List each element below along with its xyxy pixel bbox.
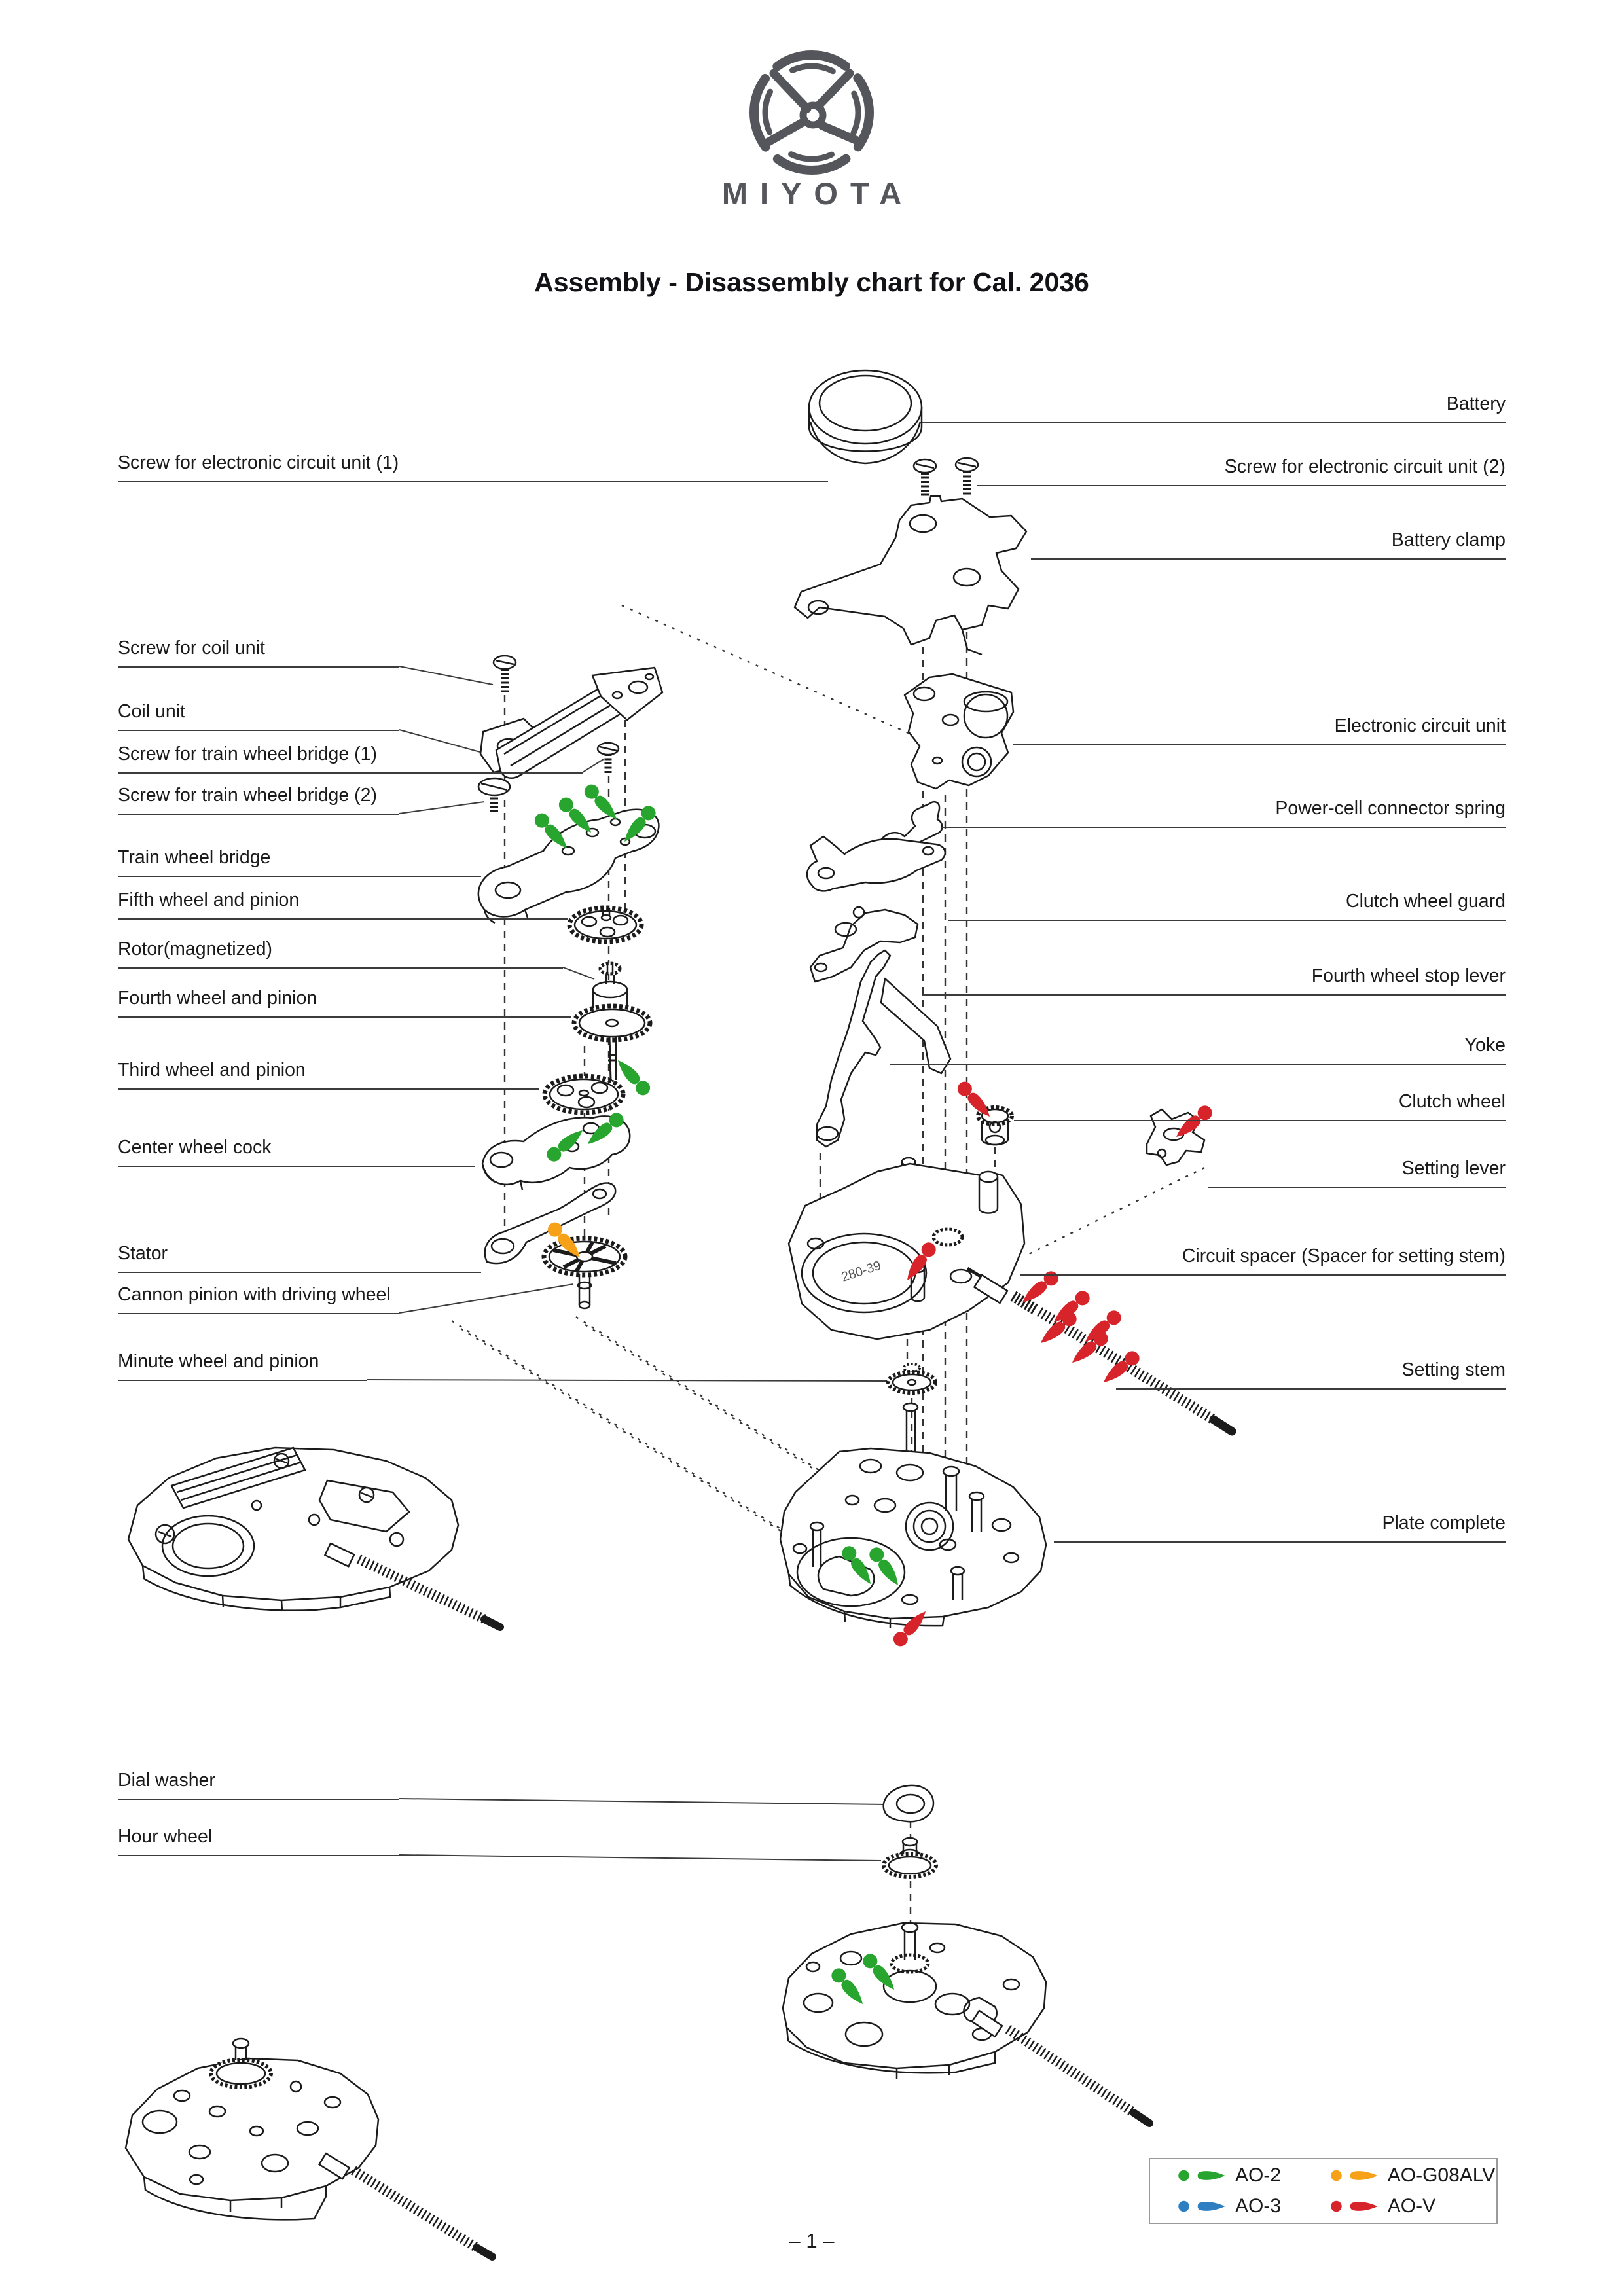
brand-wordmark: MIYOTA bbox=[721, 176, 914, 211]
coil-unit-drawing bbox=[479, 666, 664, 779]
label-stator: Stator bbox=[118, 1240, 481, 1273]
battery-clamp-drawing bbox=[793, 495, 1028, 656]
oil-arrow-icon-green bbox=[1178, 2170, 1225, 2181]
electronic-circuit-unit-drawing bbox=[903, 673, 1015, 790]
label-clutch-wheel: Clutch wheel bbox=[1014, 1088, 1506, 1121]
oil-arrow-icon-orange bbox=[1331, 2170, 1378, 2181]
label-fifth-wheel: Fifth wheel and pinion bbox=[118, 887, 568, 920]
stator-drawing bbox=[484, 1182, 617, 1265]
assembly-guide-lines bbox=[451, 501, 1205, 1961]
screw-electronic-circuit-unit-2-drawing bbox=[954, 457, 979, 496]
legend-item-aog08alv: AO-G08ALV bbox=[1303, 2164, 1496, 2187]
legend-item-aov: AO-V bbox=[1303, 2195, 1496, 2217]
oil-arrow-icon-blue bbox=[1178, 2200, 1225, 2212]
label-battery-clamp: Battery clamp bbox=[1031, 527, 1506, 560]
cannon-pinion-drawing bbox=[541, 1236, 628, 1310]
screw-train-wheel-bridge-1-drawing bbox=[596, 742, 620, 775]
label-center-wheel-cock: Center wheel cock bbox=[118, 1134, 475, 1167]
label-fourth-wheel-stop-lever: Fourth wheel stop lever bbox=[922, 963, 1506, 996]
movement-stage2-drawing bbox=[782, 1922, 1153, 2127]
circuit-spacer-drawing: 280-39 bbox=[787, 1157, 1026, 1340]
clutch-wheel-guard-drawing bbox=[806, 835, 947, 892]
screw-train-wheel-bridge-2-drawing bbox=[477, 777, 511, 813]
label-setting-lever: Setting lever bbox=[1208, 1155, 1506, 1188]
screw-coil-unit-drawing bbox=[492, 655, 517, 694]
label-battery: Battery bbox=[922, 391, 1506, 423]
label-rotor: Rotor(magnetized) bbox=[118, 936, 563, 969]
legend-label-ao2: AO-2 bbox=[1235, 2164, 1282, 2187]
label-clutch-wheel-guard: Clutch wheel guard bbox=[948, 888, 1506, 921]
hour-wheel-drawing bbox=[882, 1837, 938, 1879]
battery-drawing bbox=[808, 369, 923, 465]
label-setting-stem: Setting stem bbox=[1116, 1357, 1506, 1390]
label-coil-unit: Coil unit bbox=[118, 698, 399, 731]
label-leader-lines bbox=[366, 666, 888, 1861]
plate-complete-drawing bbox=[779, 1402, 1047, 1628]
label-hour-wheel: Hour wheel bbox=[118, 1823, 399, 1856]
label-electronic-circuit-unit: Electronic circuit unit bbox=[1013, 713, 1506, 745]
label-power-cell-connector-spring: Power-cell connector spring bbox=[941, 795, 1506, 828]
fourth-wheel-stop-lever-drawing bbox=[809, 906, 919, 983]
label-screw-coil-unit: Screw for coil unit bbox=[118, 635, 399, 668]
label-cannon-pinion: Cannon pinion with driving wheel bbox=[118, 1282, 399, 1314]
page-number: – 1 – bbox=[789, 2229, 835, 2252]
label-yoke: Yoke bbox=[890, 1032, 1506, 1065]
movement-stage3-drawing bbox=[124, 2037, 496, 2261]
oil-legend: AO-2 AO-3 AO-G08ALV AO-V bbox=[1149, 2158, 1498, 2224]
legend-item-ao2: AO-2 bbox=[1150, 2164, 1303, 2187]
legend-item-ao3: AO-3 bbox=[1150, 2195, 1303, 2217]
label-screw-electronic-circuit-unit-1: Screw for electronic circuit unit (1) bbox=[118, 450, 828, 482]
third-wheel-drawing bbox=[542, 1073, 626, 1115]
minute-wheel-drawing bbox=[886, 1363, 937, 1395]
label-train-wheel-bridge: Train wheel bridge bbox=[118, 844, 481, 877]
label-screw-train-wheel-bridge-1: Screw for train wheel bridge (1) bbox=[118, 741, 583, 774]
setting-stem-drawing bbox=[966, 1266, 1236, 1436]
movement-stage1-drawing bbox=[127, 1446, 504, 1631]
fifth-wheel-drawing bbox=[567, 905, 644, 944]
miyota-logo-icon bbox=[749, 50, 874, 175]
legend-label-aog08alv: AO-G08ALV bbox=[1387, 2164, 1496, 2187]
label-fourth-wheel: Fourth wheel and pinion bbox=[118, 985, 571, 1018]
yoke-drawing bbox=[816, 949, 952, 1148]
legend-label-ao3: AO-3 bbox=[1235, 2195, 1282, 2217]
oil-arrow-icon-red bbox=[1331, 2200, 1378, 2212]
label-circuit-spacer: Circuit spacer (Spacer for setting stem) bbox=[1020, 1243, 1506, 1276]
label-dial-washer: Dial washer bbox=[118, 1767, 399, 1800]
label-plate-complete: Plate complete bbox=[1054, 1510, 1506, 1543]
screw-electronic-circuit-unit-1-drawing bbox=[912, 458, 937, 497]
label-third-wheel: Third wheel and pinion bbox=[118, 1057, 539, 1090]
label-screw-train-wheel-bridge-2: Screw for train wheel bridge (2) bbox=[118, 782, 399, 815]
legend-label-aov: AO-V bbox=[1387, 2195, 1436, 2217]
page-title: Assembly - Disassembly chart for Cal. 20… bbox=[534, 267, 1089, 297]
label-minute-wheel: Minute wheel and pinion bbox=[118, 1348, 367, 1381]
label-screw-electronic-circuit-unit-2: Screw for electronic circuit unit (2) bbox=[977, 454, 1506, 486]
dial-washer-drawing bbox=[882, 1784, 935, 1823]
